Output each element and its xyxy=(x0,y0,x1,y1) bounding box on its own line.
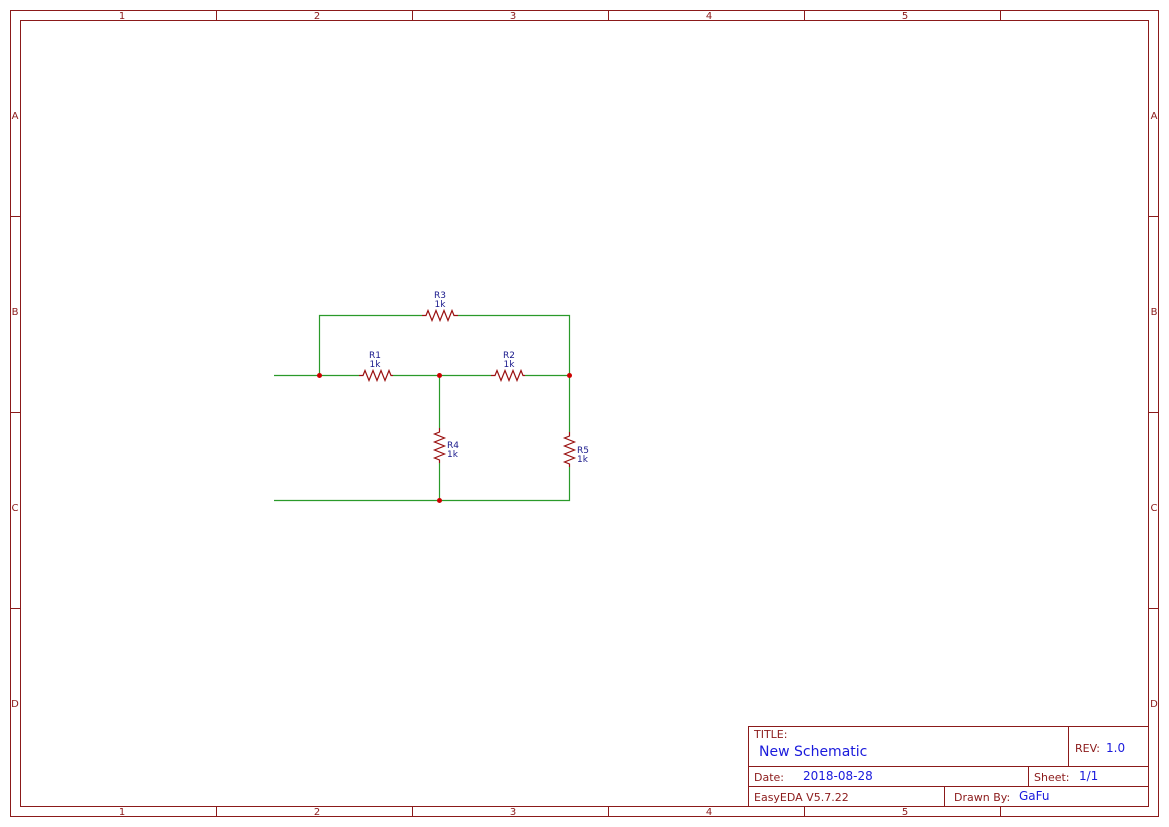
r5-designator: R5 xyxy=(577,446,589,456)
r2-symbol xyxy=(491,368,525,383)
row-label-d: D xyxy=(11,699,19,710)
junction-dot-middle xyxy=(437,373,442,378)
r4-designator: R4 xyxy=(447,441,459,451)
col-label-3: 3 xyxy=(510,11,516,22)
resistor-r5[interactable]: R5 1k xyxy=(562,432,589,467)
sheet-value: 1/1 xyxy=(1079,769,1098,783)
row-label-a: A xyxy=(12,111,19,122)
rev-label: REV: xyxy=(1075,742,1100,755)
r4-value: 1k xyxy=(447,450,459,460)
resistor-r4[interactable]: R4 1k xyxy=(432,428,460,463)
r3-designator: R3 xyxy=(434,291,446,301)
col-label-1-bottom: 1 xyxy=(119,807,125,818)
r3-symbol xyxy=(422,308,458,323)
rev-value: 1.0 xyxy=(1106,741,1125,755)
row-dividers xyxy=(10,216,1159,609)
sheet-label: Sheet: xyxy=(1034,771,1070,784)
row-label-a-right: A xyxy=(1151,111,1158,122)
row-label-b-right: B xyxy=(1151,307,1158,318)
col-label-2-bottom: 2 xyxy=(314,807,320,818)
col-label-4: 4 xyxy=(706,11,712,22)
date-label: Date: xyxy=(754,771,784,784)
resistor-r2[interactable]: R2 1k xyxy=(491,351,525,383)
col-label-1: 1 xyxy=(119,11,125,22)
r2-designator: R2 xyxy=(503,351,515,361)
col-label-3-bottom: 3 xyxy=(510,807,516,818)
outer-border xyxy=(10,10,1159,817)
wire-r3-right xyxy=(458,314,571,376)
wire-bottom-return xyxy=(274,467,571,502)
wire-r3-left xyxy=(318,314,422,376)
title-value: New Schematic xyxy=(759,744,867,760)
r2-value: 1k xyxy=(504,360,516,370)
software-version: EasyEDA V5.7.22 xyxy=(754,791,849,804)
row-label-d-right: D xyxy=(1150,699,1158,710)
row-label-b: B xyxy=(12,307,19,318)
row-labels-left: A B C D xyxy=(11,111,19,710)
row-labels-right: A B C D xyxy=(1150,111,1158,710)
col-label-5: 5 xyxy=(902,11,908,22)
title-label: TITLE: xyxy=(753,728,787,741)
r1-symbol xyxy=(359,368,393,383)
drawn-by-label: Drawn By: xyxy=(954,791,1010,804)
column-labels-bottom: 1 2 3 4 5 xyxy=(119,807,908,818)
r4-symbol xyxy=(432,428,447,463)
junction-dot-left xyxy=(317,373,322,378)
col-label-4-bottom: 4 xyxy=(706,807,712,818)
junction-dot-bottom xyxy=(437,498,442,503)
row-label-c: C xyxy=(12,503,19,514)
column-dividers xyxy=(216,10,1001,817)
drawn-by-value: GaFu xyxy=(1019,789,1050,803)
r1-value: 1k xyxy=(370,360,382,370)
r5-value: 1k xyxy=(577,455,589,465)
junctions xyxy=(317,373,572,503)
r1-designator: R1 xyxy=(369,351,381,361)
junction-dot-right xyxy=(567,373,572,378)
date-value: 2018-08-28 xyxy=(803,769,873,783)
r5-symbol xyxy=(562,432,577,467)
row-label-c-right: C xyxy=(1151,503,1158,514)
r3-value: 1k xyxy=(435,300,447,310)
wires xyxy=(274,314,571,502)
col-label-5-bottom: 5 xyxy=(902,807,908,818)
column-labels-top: 1 2 3 4 5 xyxy=(119,11,908,22)
inner-border xyxy=(20,20,1149,807)
title-block: TITLE: New Schematic REV: 1.0 Date: 2018… xyxy=(748,726,1149,807)
col-label-2: 2 xyxy=(314,11,320,22)
resistor-r1[interactable]: R1 1k xyxy=(359,351,393,383)
resistor-r3[interactable]: R3 1k xyxy=(422,291,458,323)
